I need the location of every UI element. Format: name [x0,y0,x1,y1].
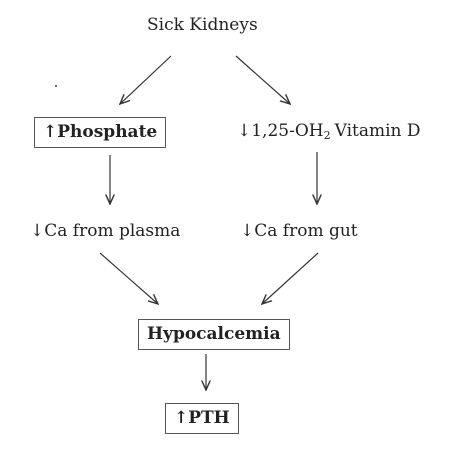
ca-from-plasma-label: ↓Ca from plasma [30,220,180,242]
ca-from-plasma-text: ↓Ca from plasma [30,221,181,241]
arrow-gut-to-hypocalcemia [262,252,319,304]
vitamin-d-prefix: ↓1,25-OH [237,121,324,141]
vitamin-d-label: ↓1,25-OH 2 Vitamin D [237,120,421,142]
arrow-kidneys-to-phosphate [120,55,172,104]
vitamin-d-suffix: Vitamin D [334,121,421,141]
pth-label: PTH [188,408,230,428]
sick-kidneys-label: Sick Kidneys [147,14,258,36]
hypocalcemia-label: Hypocalcemia [147,324,281,344]
ca-from-gut-label: ↓Ca from gut [240,220,358,242]
sick-kidneys-text: Sick Kidneys [147,15,258,35]
stray-dot [55,85,57,87]
phosphate-label: Phosphate [57,122,158,142]
up-arrow-glyph: ↑ [174,408,189,428]
pth-box: ↑ PTH [165,403,239,434]
phosphate-box: ↑ Phosphate [34,117,167,148]
hypocalcemia-box: Hypocalcemia [138,319,290,350]
vitamin-d-subscript: 2 [323,129,331,142]
arrow-kidneys-to-vitamin-d [235,55,290,104]
ca-from-gut-text: ↓Ca from gut [240,221,358,241]
up-arrow-glyph: ↑ [43,122,58,142]
arrow-plasma-to-hypocalcemia [99,252,158,304]
